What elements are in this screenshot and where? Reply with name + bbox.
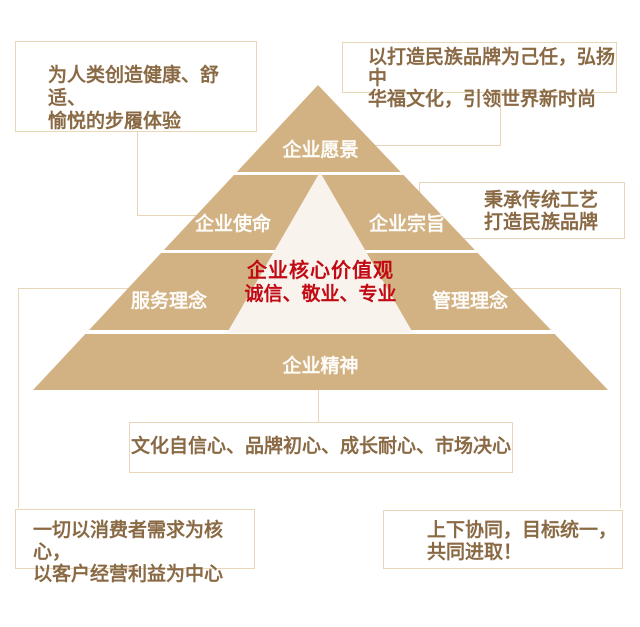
connector-top-right-horizontal xyxy=(374,145,501,146)
annotation-box-service: 一切以消费者需求为核心， 以客户经营利益为中心 xyxy=(15,509,255,585)
annotation-text-line: 为人类创造健康、舒适、 xyxy=(48,65,220,109)
annotation-text-line: 以打造民族品牌为己任，弘扬中 xyxy=(368,47,616,89)
level-label-vision: 企业愿景 xyxy=(282,140,359,161)
level-label-spirit: 企业精神 xyxy=(282,356,359,377)
annotation-text-line: 一切以消费者需求为核心， xyxy=(33,520,224,563)
level-label-management: 管理理念 xyxy=(431,291,509,312)
annotation-text-line: 华福文化，引领世界新时尚 xyxy=(368,89,597,110)
annotation-box-management: 上下协同，目标统一， 共同进取！ xyxy=(383,510,623,569)
annotation-text-line: 秉承传统工艺 xyxy=(484,190,599,211)
core-values-title: 企业核心价值观 xyxy=(247,260,394,282)
connector-top-left-vertical xyxy=(137,132,138,216)
annotation-text-line: 打造民族品牌 xyxy=(484,212,599,233)
annotation-text-line: 上下协同，目标统一， xyxy=(427,520,618,541)
annotation-box-vision-right: 以打造民族品牌为己任，弘扬中 华福文化，引领世界新时尚 xyxy=(342,42,617,110)
annotation-box-vision-left: 为人类创造健康、舒适、 愉悦的步履体验 xyxy=(15,41,257,132)
connector-bottom-vertical xyxy=(318,390,319,423)
connector-top-right-vertical xyxy=(500,93,501,146)
annotation-text-line: 共同进取！ xyxy=(427,542,523,563)
level-label-service: 服务理念 xyxy=(130,291,208,312)
core-values-text: 企业核心价值观 诚信、敬业、专业 xyxy=(33,260,608,306)
annotation-text-line: 文化自信心、品牌初心、成长耐心、市场决心 xyxy=(130,436,511,457)
annotation-text-line: 愉悦的步履体验 xyxy=(48,111,182,132)
annotation-box-spirit: 文化自信心、品牌初心、成长耐心、市场决心 xyxy=(129,422,513,473)
core-values-subtitle: 诚信、敬业、专业 xyxy=(244,284,397,305)
level-label-tenet: 企业宗旨 xyxy=(368,214,446,235)
level-label-mission: 企业使命 xyxy=(194,214,272,235)
annotation-text-line: 以客户经营利益为中心 xyxy=(33,564,224,585)
connector-top-left-horizontal xyxy=(137,215,203,216)
